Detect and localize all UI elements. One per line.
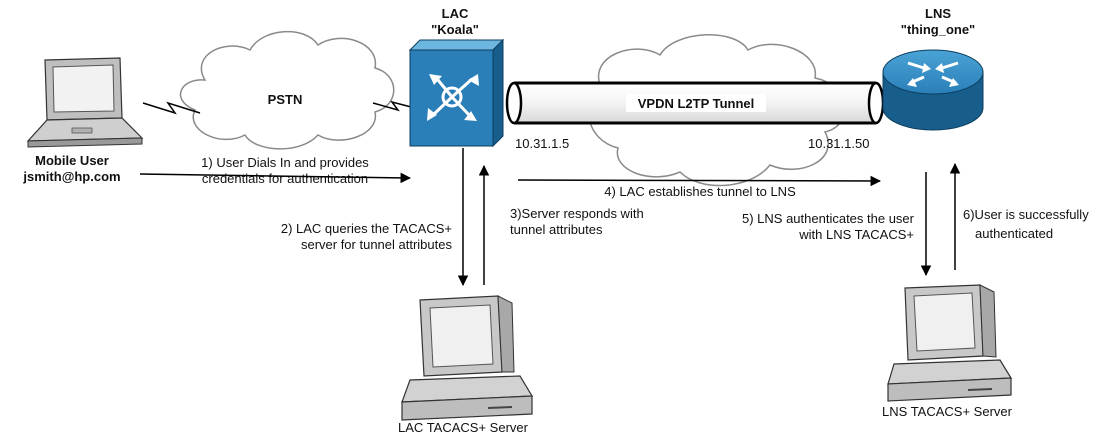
lac-server-pc-icon: [401, 295, 534, 421]
step2-line1: 2) LAC queries the TACACS+: [281, 221, 452, 236]
lns-title: LNS: [925, 6, 951, 21]
pstn-label: PSTN: [268, 92, 303, 107]
step6-line1: 6)User is successfully: [963, 207, 1089, 222]
laptop-icon: [26, 57, 144, 148]
step1-line2: credentials for authentication: [202, 171, 368, 186]
step3-line1: 3)Server responds with: [510, 206, 644, 221]
step1-arrow: [139, 172, 412, 184]
step6-line2: authenticated: [975, 226, 1053, 241]
lac-title: LAC: [442, 6, 469, 21]
lac-server-label: LAC TACACS+ Server: [398, 420, 529, 435]
step4-arrow: [517, 175, 882, 187]
link-pstn-lac: [372, 100, 416, 112]
lns-router-icon: [882, 49, 984, 131]
tunnel-label: VPDN L2TP Tunnel: [638, 96, 755, 111]
lac-ip: 10.31.1.5: [515, 136, 569, 151]
mobile-user-title: Mobile User: [35, 153, 109, 168]
mobile-user-email: jsmith@hp.com: [22, 169, 120, 184]
step5-line2: with LNS TACACS+: [798, 227, 914, 242]
step3-line2: tunnel attributes: [510, 222, 603, 237]
lac-switch-icon: [408, 38, 505, 148]
lns-server-label: LNS TACACS+ Server: [882, 404, 1013, 419]
l2tp-tunnel: VPDN L2TP Tunnel: [505, 81, 885, 125]
step5-line1: 5) LNS authenticates the user: [742, 211, 915, 226]
link-laptop-pstn: [142, 101, 201, 115]
pstn-cloud: PSTN: [179, 31, 395, 150]
step2-line2: server for tunnel attributes: [301, 237, 453, 252]
lns-server-pc-icon: [887, 284, 1013, 402]
step4-label: 4) LAC establishes tunnel to LNS: [604, 184, 796, 199]
lac-name: "Koala": [431, 22, 479, 37]
step1-line1: 1) User Dials In and provides: [201, 155, 369, 170]
lns-ip: 10.31.1.50: [808, 136, 869, 151]
lns-name: "thing_one": [901, 22, 975, 37]
